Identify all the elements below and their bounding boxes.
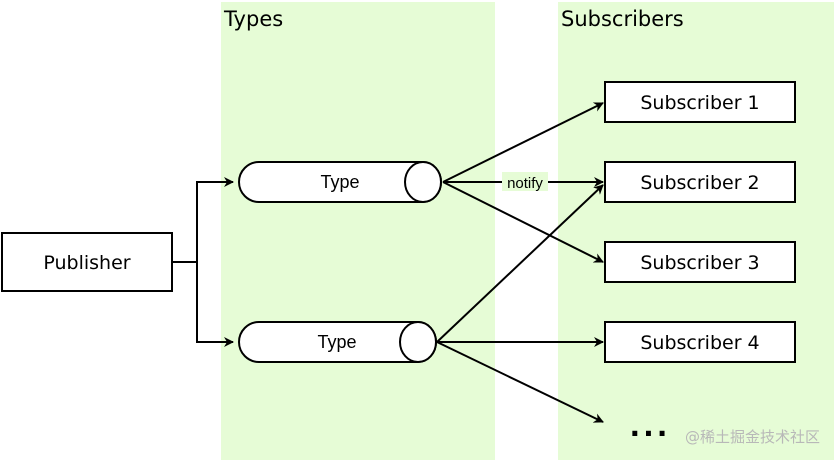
subscriber-box-3 [604,241,796,283]
subscribers-lane-title: Subscribers [561,7,684,31]
type-1-label: Type [320,172,359,192]
watermark: @稀土掘金技术社区 [685,428,820,446]
edge-type-1-to-subscriber-3 [442,181,604,263]
edge-publisher-to-type-2 [196,262,234,347]
publisher-label: Publisher [43,252,130,274]
subscriber-2-label: Subscriber 2 [640,172,759,194]
edge-publisher-to-type-1 [172,177,234,263]
edge-type-2-to-subscriber-2 [436,184,604,343]
edge-type-1-to-subscriber-1 [442,102,604,183]
subscriber-4-label: Subscriber 4 [640,332,759,354]
subscriber-box-4 [604,321,796,363]
type-node-1: Type [238,161,442,203]
subscriber-1-label: Subscriber 1 [640,92,759,114]
more-subscribers-indicator: ... [630,410,671,443]
subscribers-lane [558,2,834,460]
types-lane [221,2,495,460]
publisher-box [1,232,173,292]
subscriber-box-1 [604,81,796,123]
type-2-label: Type [317,332,356,352]
subscriber-3-label: Subscriber 3 [640,252,759,274]
type-node-2: Type [238,321,437,363]
edge-type-2-to-more [436,341,604,423]
subscriber-box-2 [604,161,796,203]
types-lane-title: Types [223,7,283,31]
edge-label-notify: notify [507,175,543,192]
edge-label-bg [502,172,548,191]
